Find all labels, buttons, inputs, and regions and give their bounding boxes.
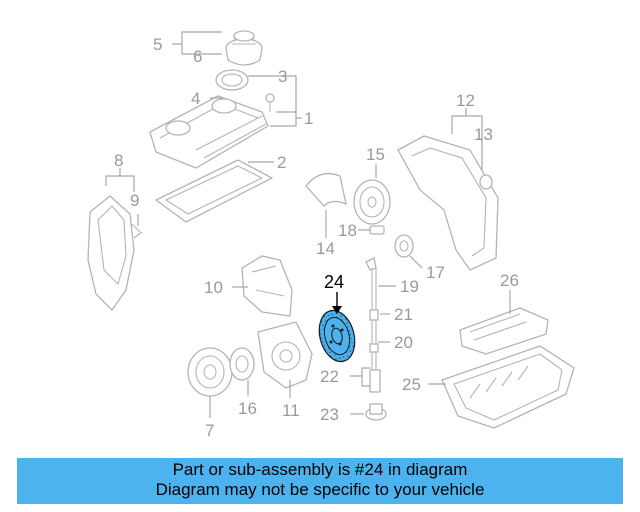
callout-10: 10 xyxy=(204,278,223,297)
drain-plug xyxy=(365,403,387,421)
callout-1: 1 xyxy=(304,109,313,128)
tensioner-guide xyxy=(305,172,347,207)
info-banner: Part or sub-assembly is #24 in diagram D… xyxy=(17,458,623,504)
engine-bracket xyxy=(257,321,313,389)
leader-lines xyxy=(105,31,511,418)
callout-18: 18 xyxy=(338,221,357,240)
timing-belt-cover xyxy=(241,255,293,317)
dipstick-assembly xyxy=(365,257,379,372)
oil-pan-baffle xyxy=(459,307,549,355)
callout-12: 12 xyxy=(456,91,475,110)
oil-pan xyxy=(441,345,575,429)
parts-diagram: 5 6 3 4 1 2 8 9 10 11 7 16 14 15 18 17 1… xyxy=(87,30,575,440)
banner-line-2: Diagram may not be specific to your vehi… xyxy=(155,480,485,499)
callout-16: 16 xyxy=(238,399,257,418)
callout-7: 7 xyxy=(205,421,214,440)
filler-gasket xyxy=(215,69,249,91)
callout-25: 25 xyxy=(402,375,421,394)
oil-filler-cap xyxy=(225,30,263,66)
callout-11: 11 xyxy=(282,401,300,420)
callout-15: 15 xyxy=(366,145,385,164)
callout-17: 17 xyxy=(426,263,445,282)
callout-labels: 5 6 3 4 1 2 8 9 10 11 7 16 14 15 18 17 1… xyxy=(114,35,519,440)
callout-13: 13 xyxy=(474,125,493,144)
part-24-flywheel[interactable] xyxy=(314,306,360,365)
camshaft-gear xyxy=(353,179,391,225)
valve-cover xyxy=(149,93,275,169)
banner-line-1: Part or sub-assembly is #24 in diagram xyxy=(172,460,468,479)
callout-4: 4 xyxy=(191,89,200,108)
callout-20: 20 xyxy=(394,333,413,352)
callout-14: 14 xyxy=(316,239,335,258)
callout-2: 2 xyxy=(277,153,286,172)
callout-8: 8 xyxy=(114,151,123,170)
callout-22: 22 xyxy=(320,367,339,386)
sensor-fitting xyxy=(369,225,385,235)
callout-5: 5 xyxy=(153,35,162,54)
callout-23: 23 xyxy=(320,405,339,424)
sleeve xyxy=(369,369,381,393)
crankshaft-pulley xyxy=(187,347,233,397)
timing-cover-lower xyxy=(87,195,143,312)
callout-19: 19 xyxy=(400,277,419,296)
idler-pulley xyxy=(394,234,414,258)
valve-cover-gasket xyxy=(154,159,274,223)
callout-26: 26 xyxy=(500,271,519,290)
crank-sprocket xyxy=(229,347,255,381)
timing-cover-upper xyxy=(397,135,499,271)
callout-21: 21 xyxy=(394,305,413,324)
callout-24: 24 xyxy=(324,272,344,292)
callout-9: 9 xyxy=(130,191,139,210)
callout-3: 3 xyxy=(278,67,287,86)
callout-6: 6 xyxy=(193,47,202,66)
